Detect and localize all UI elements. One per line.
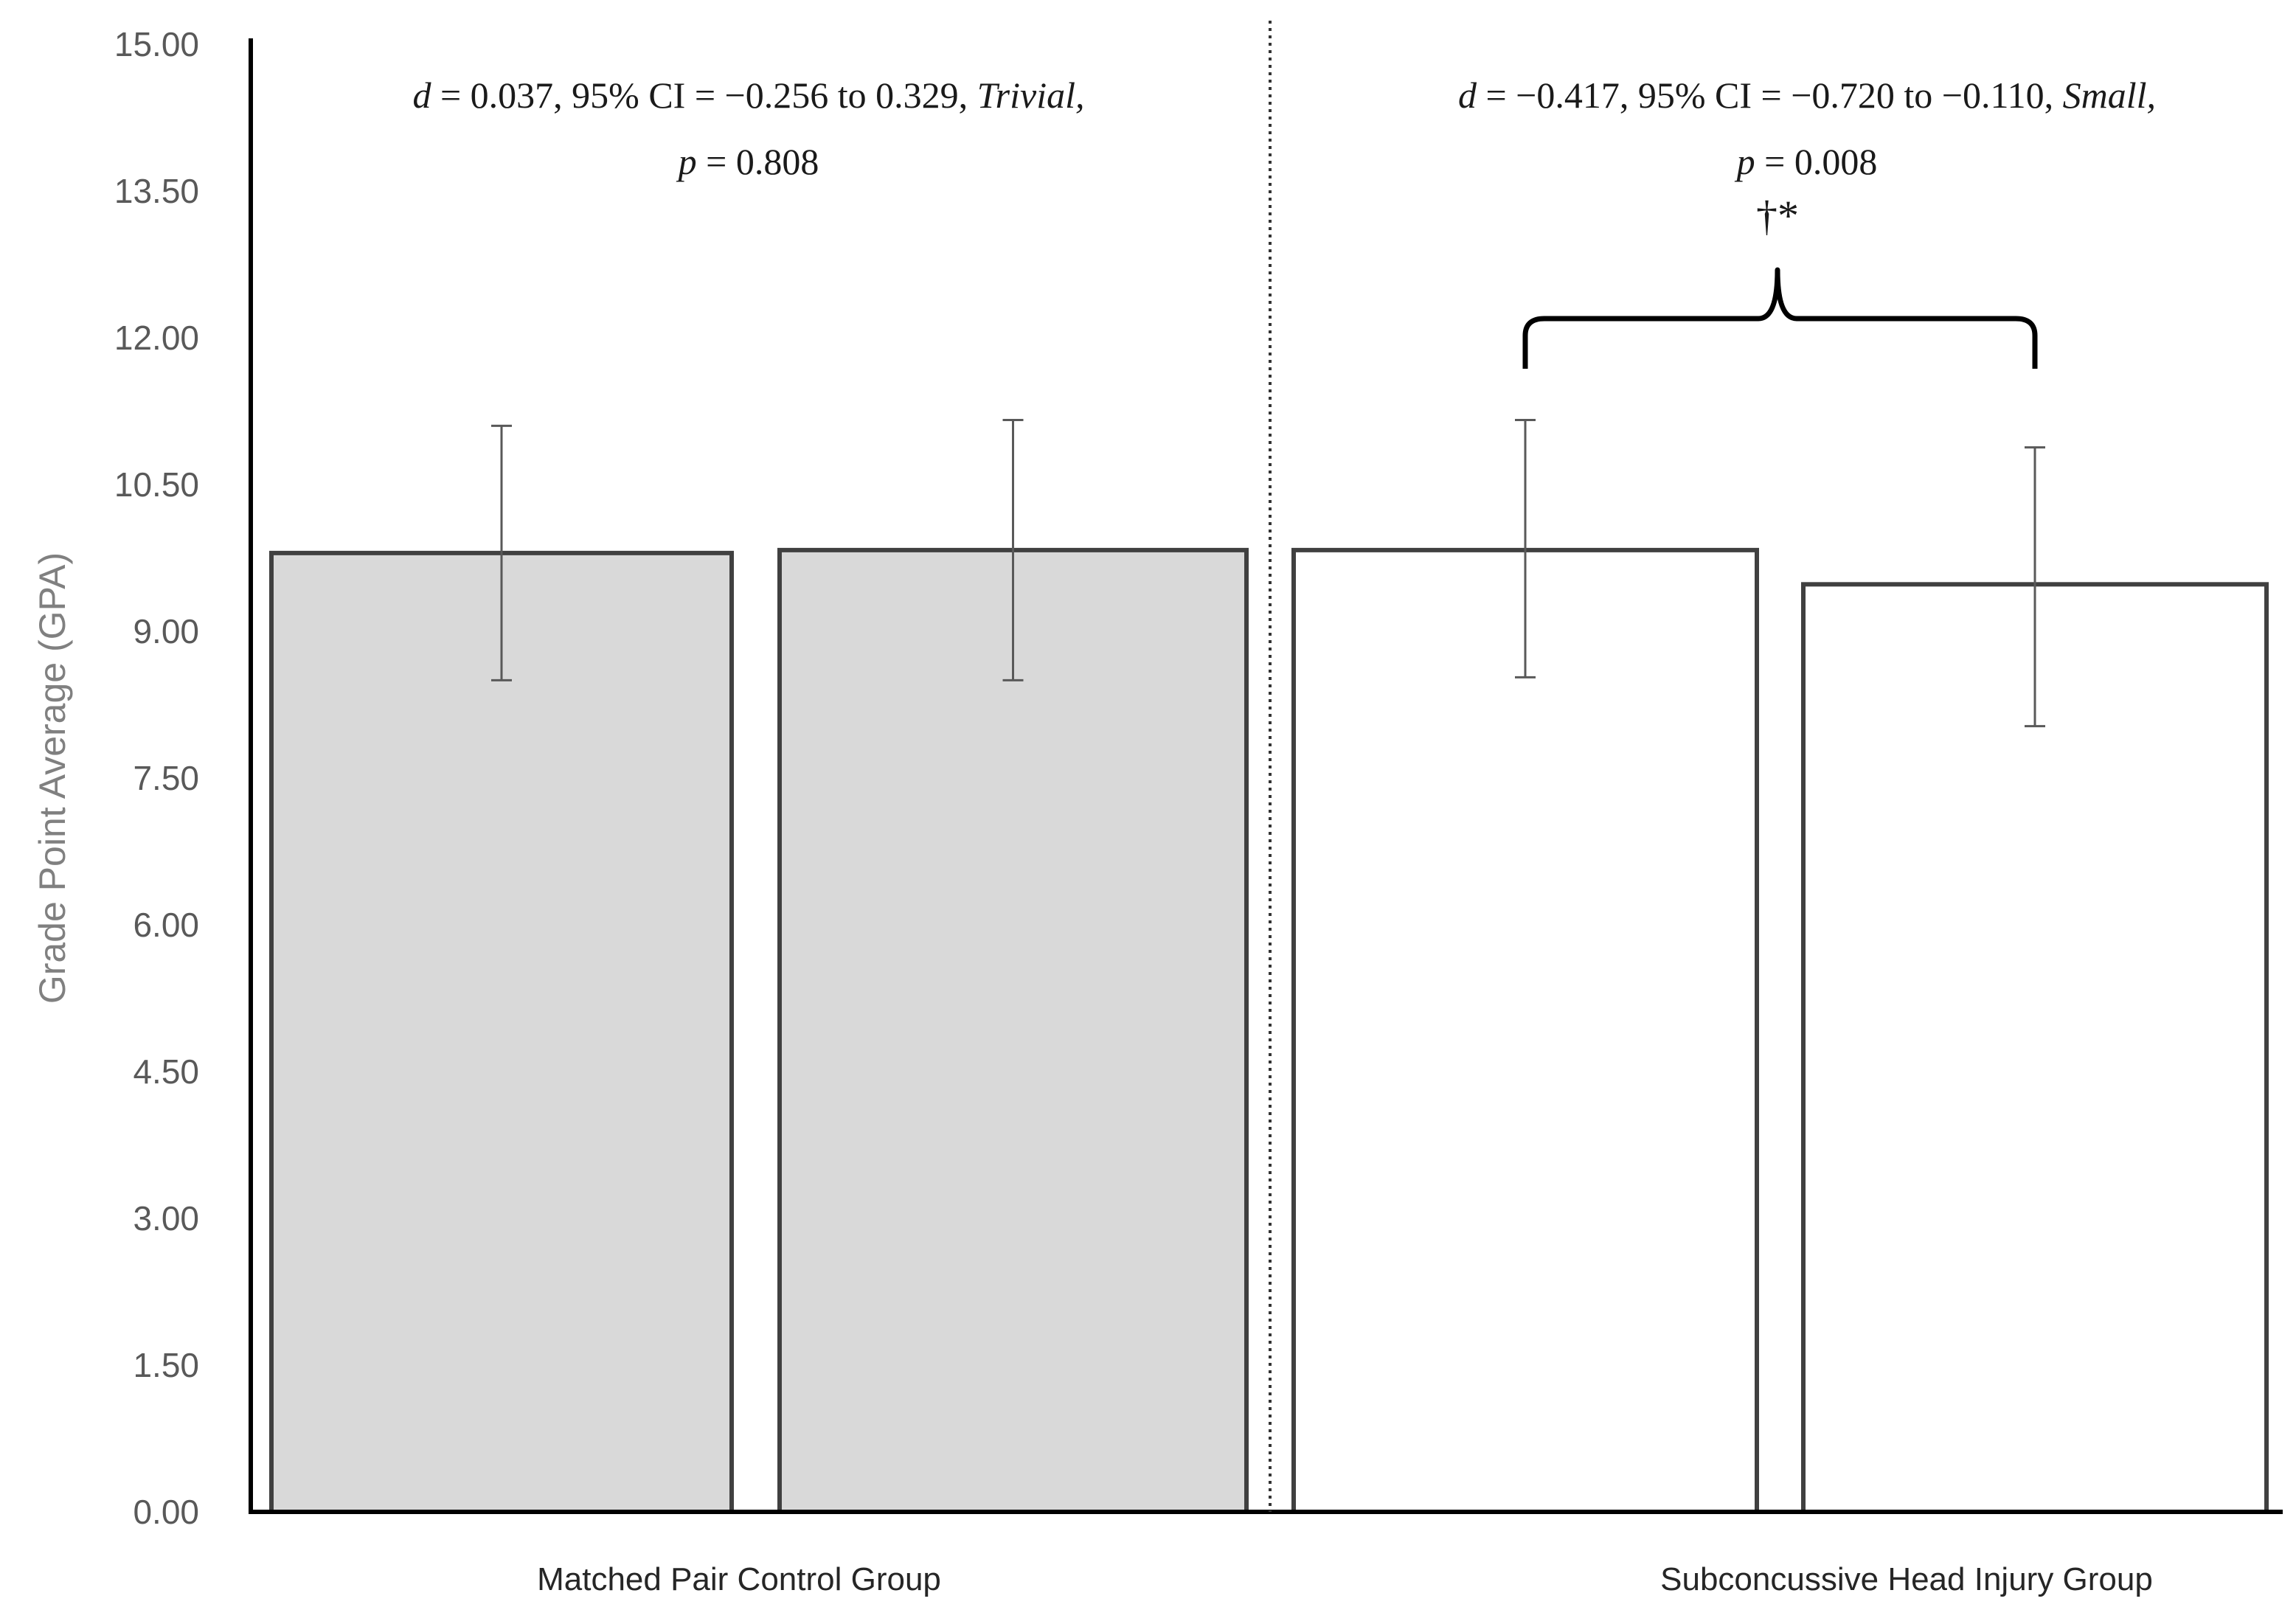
annotations-layer: d = 0.037, 95% CI = −0.256 to 0.329, Tri…: [412, 74, 2156, 369]
p-value-line: p = 0.808: [676, 141, 819, 182]
y-tick-label: 1.50: [133, 1346, 199, 1384]
bar-1-2: [777, 547, 1249, 1514]
y-tick-label: 7.50: [133, 759, 199, 797]
p-value-text: = 0.008: [1755, 141, 1878, 182]
category-labels: Matched Pair Control Group Subconcussive …: [537, 1561, 2153, 1597]
y-tick-label: 3.00: [133, 1199, 199, 1238]
bar-2-2: [1801, 582, 2269, 1515]
effect-size-line: d = −0.417, 95% CI = −0.720 to −0.110, S…: [1458, 74, 2156, 116]
significance-brace: [1522, 267, 2038, 369]
y-tick-label: 15.00: [114, 25, 199, 63]
y-tick-label: 12.00: [114, 319, 199, 357]
y-axis-title: Grade Point Average (GPA): [32, 552, 73, 1004]
d-symbol: d: [1458, 74, 1477, 116]
y-tick-label: 4.50: [133, 1052, 199, 1091]
magnitude-label: Small,: [2063, 74, 2156, 116]
y-tick-label: 13.50: [114, 172, 199, 210]
magnitude-label: Trivial,: [977, 74, 1085, 116]
p-value-text: = 0.808: [697, 141, 819, 182]
significance-marker: †*: [1756, 192, 1799, 240]
error-bars-layer: [491, 418, 2045, 728]
p-value-line: p = 0.008: [1735, 141, 1878, 182]
y-tick-labels: 0.00 1.50 3.00 4.50 6.00 7.50 9.00 10.50 12.00 13…: [114, 25, 199, 1531]
bar-1-1: [269, 550, 734, 1514]
effect-size-text: = −0.417, 95% CI = −0.720 to −0.110,: [1477, 74, 2063, 116]
category-label: Subconcussive Head Injury Group: [1660, 1561, 2153, 1597]
y-tick-label: 6.00: [133, 906, 199, 944]
d-symbol: d: [412, 74, 431, 116]
y-tick-label: 10.50: [114, 465, 199, 504]
p-symbol: p: [676, 141, 697, 182]
effect-size-text: = 0.037, 95% CI = −0.256 to 0.329,: [431, 74, 977, 116]
p-symbol: p: [1735, 141, 1755, 182]
category-label: Matched Pair Control Group: [537, 1561, 941, 1597]
y-tick-label: 0.00: [133, 1493, 199, 1531]
y-tick-label: 9.00: [133, 612, 199, 650]
effect-size-line: d = 0.037, 95% CI = −0.256 to 0.329, Tri…: [412, 74, 1084, 116]
bar-2-1: [1291, 547, 1759, 1514]
